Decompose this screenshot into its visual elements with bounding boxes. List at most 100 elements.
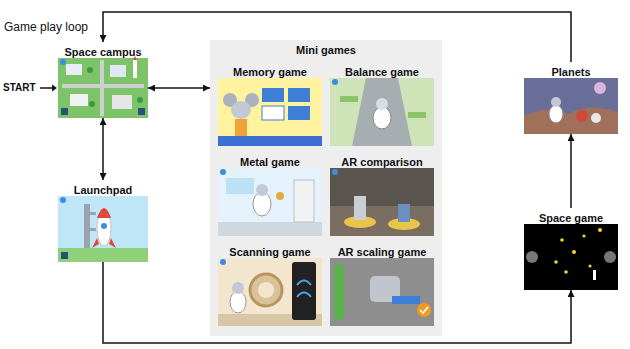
space-campus-thumbnail-part [110,65,126,77]
launchpad-thumbnail-part [84,204,90,248]
space-campus-thumbnail-part [112,95,132,109]
ar-scaling-game-thumbnail-part [330,258,434,326]
ar-scaling-game-thumbnail-part [420,307,428,313]
flow-arrow [102,118,104,180]
mini-game-node: Balance game [330,62,434,148]
space-game-thumbnail-part [593,270,596,280]
node-label: AR comparison [341,153,422,169]
scanning-game-thumbnail-part [250,274,282,306]
game-screen-node: Launchpad [58,180,148,262]
memory-game-thumbnail-part [218,136,322,146]
node-label: Mini games [296,41,356,57]
node-label: Space game [539,209,603,225]
balance-game-thumbnail-part [330,78,434,146]
mini-game-node: Memory game [218,62,322,148]
connectors [103,12,571,343]
launchpad-thumbnail-part [61,252,68,259]
space-game-thumbnail-part [564,270,568,274]
flow-arrow [570,134,572,208]
space-game-thumbnail-part [604,251,616,263]
space-game-thumbnail-part [572,250,576,254]
space-campus-thumbnail-part [87,67,93,73]
memory-game-thumbnail [218,78,322,146]
memory-game-thumbnail-part [262,106,284,120]
planets-thumbnail-part [591,113,601,123]
scanning-game-thumbnail-part [297,293,311,298]
mini-game-node: AR scaling game [330,242,434,328]
space-campus-thumbnail-part [60,59,66,65]
node-label: Scanning game [229,243,310,259]
node-label: Launchpad [74,181,133,197]
memory-game-thumbnail-part [288,106,310,120]
ar-comparison-thumbnail-part [332,169,338,175]
balance-game-thumbnail-part [332,79,338,85]
space-game-thumbnail-part [524,224,618,290]
launchpad-thumbnail-part [60,197,66,203]
ar-scaling-game-thumbnail-part [417,303,431,317]
mini-game-node: Scanning game [218,242,322,328]
space-game-thumbnail-part [560,238,564,242]
space-campus-thumbnail-part [137,97,143,103]
launchpad-thumbnail-part [58,248,148,262]
ar-scaling-game-thumbnail [330,258,434,326]
scanning-game-thumbnail-part [292,262,316,320]
memory-game-thumbnail-part [235,119,247,136]
scanning-game-thumbnail-part [258,282,274,298]
ar-scaling-game-thumbnail-part [334,264,344,320]
flow-arrow [103,12,571,62]
metal-game-thumbnail-part [218,222,322,236]
ar-comparison-thumbnail [330,168,434,236]
scanning-game-thumbnail-part [230,291,246,313]
space-campus-thumbnail [58,56,148,118]
node-label: Memory game [233,63,307,79]
balance-game-thumbnail-part [352,78,412,146]
flow-arrow [148,87,210,89]
launchpad-thumbnail [58,196,148,262]
launchpad-thumbnail-part [58,196,148,262]
mini-games-panel-ground [210,40,442,336]
metal-game-thumbnail-part [226,178,254,194]
planets-thumbnail-part [524,78,618,134]
mini-game-node: AR comparison [330,152,434,238]
space-game-thumbnail-part [582,234,585,237]
planets-thumbnail-part [594,82,606,94]
diagram-title: Game play loop [4,20,88,34]
space-campus-thumbnail-part [89,101,95,107]
scanning-game-thumbnail-part [297,281,311,286]
balance-game-thumbnail [330,78,434,146]
space-campus-thumbnail-part [133,60,137,78]
metal-game-thumbnail-part [276,192,284,200]
node-label: Space campus [64,43,141,59]
metal-game-thumbnail-part [294,180,314,222]
memory-game-thumbnail-part [262,88,284,102]
memory-game-thumbnail-part [231,101,251,119]
ar-comparison-thumbnail-part [330,206,434,236]
node-label: Planets [551,63,590,79]
launchpad-thumbnail-part [97,208,111,218]
ar-comparison-thumbnail-part [398,204,410,222]
scanning-game-thumbnail [218,258,322,326]
balance-game-thumbnail-part [376,98,388,110]
metal-game-thumbnail-part [256,184,268,196]
space-campus-thumbnail-part [70,94,88,106]
memory-game-thumbnail-part [218,78,322,146]
game-screen-node: Space game [524,208,618,290]
node-label: Balance game [345,63,419,79]
space-game-thumbnail-part [526,251,538,263]
mini-games-panel: Mini gamesMemory gameBalance gameMetal g… [210,40,442,336]
planets-thumbnail-part [549,105,563,123]
ar-comparison-thumbnail-part [330,168,434,236]
start-arrow-part [40,87,53,89]
game-screen-node: Space campus [58,42,148,118]
space-game-thumbnail [524,224,618,290]
launchpad-thumbnail-part [92,238,99,248]
space-game-thumbnail-part [588,264,591,267]
launchpad-thumbnail-part [109,238,116,248]
scanning-game-thumbnail-part [218,258,322,326]
balance-game-thumbnail-part [373,107,391,129]
space-campus-thumbnail-part [100,60,104,116]
start-label: START [3,82,36,94]
flow-arrow [103,262,571,343]
launchpad-thumbnail-part [88,228,96,231]
space-game-thumbnail-part [554,260,558,264]
